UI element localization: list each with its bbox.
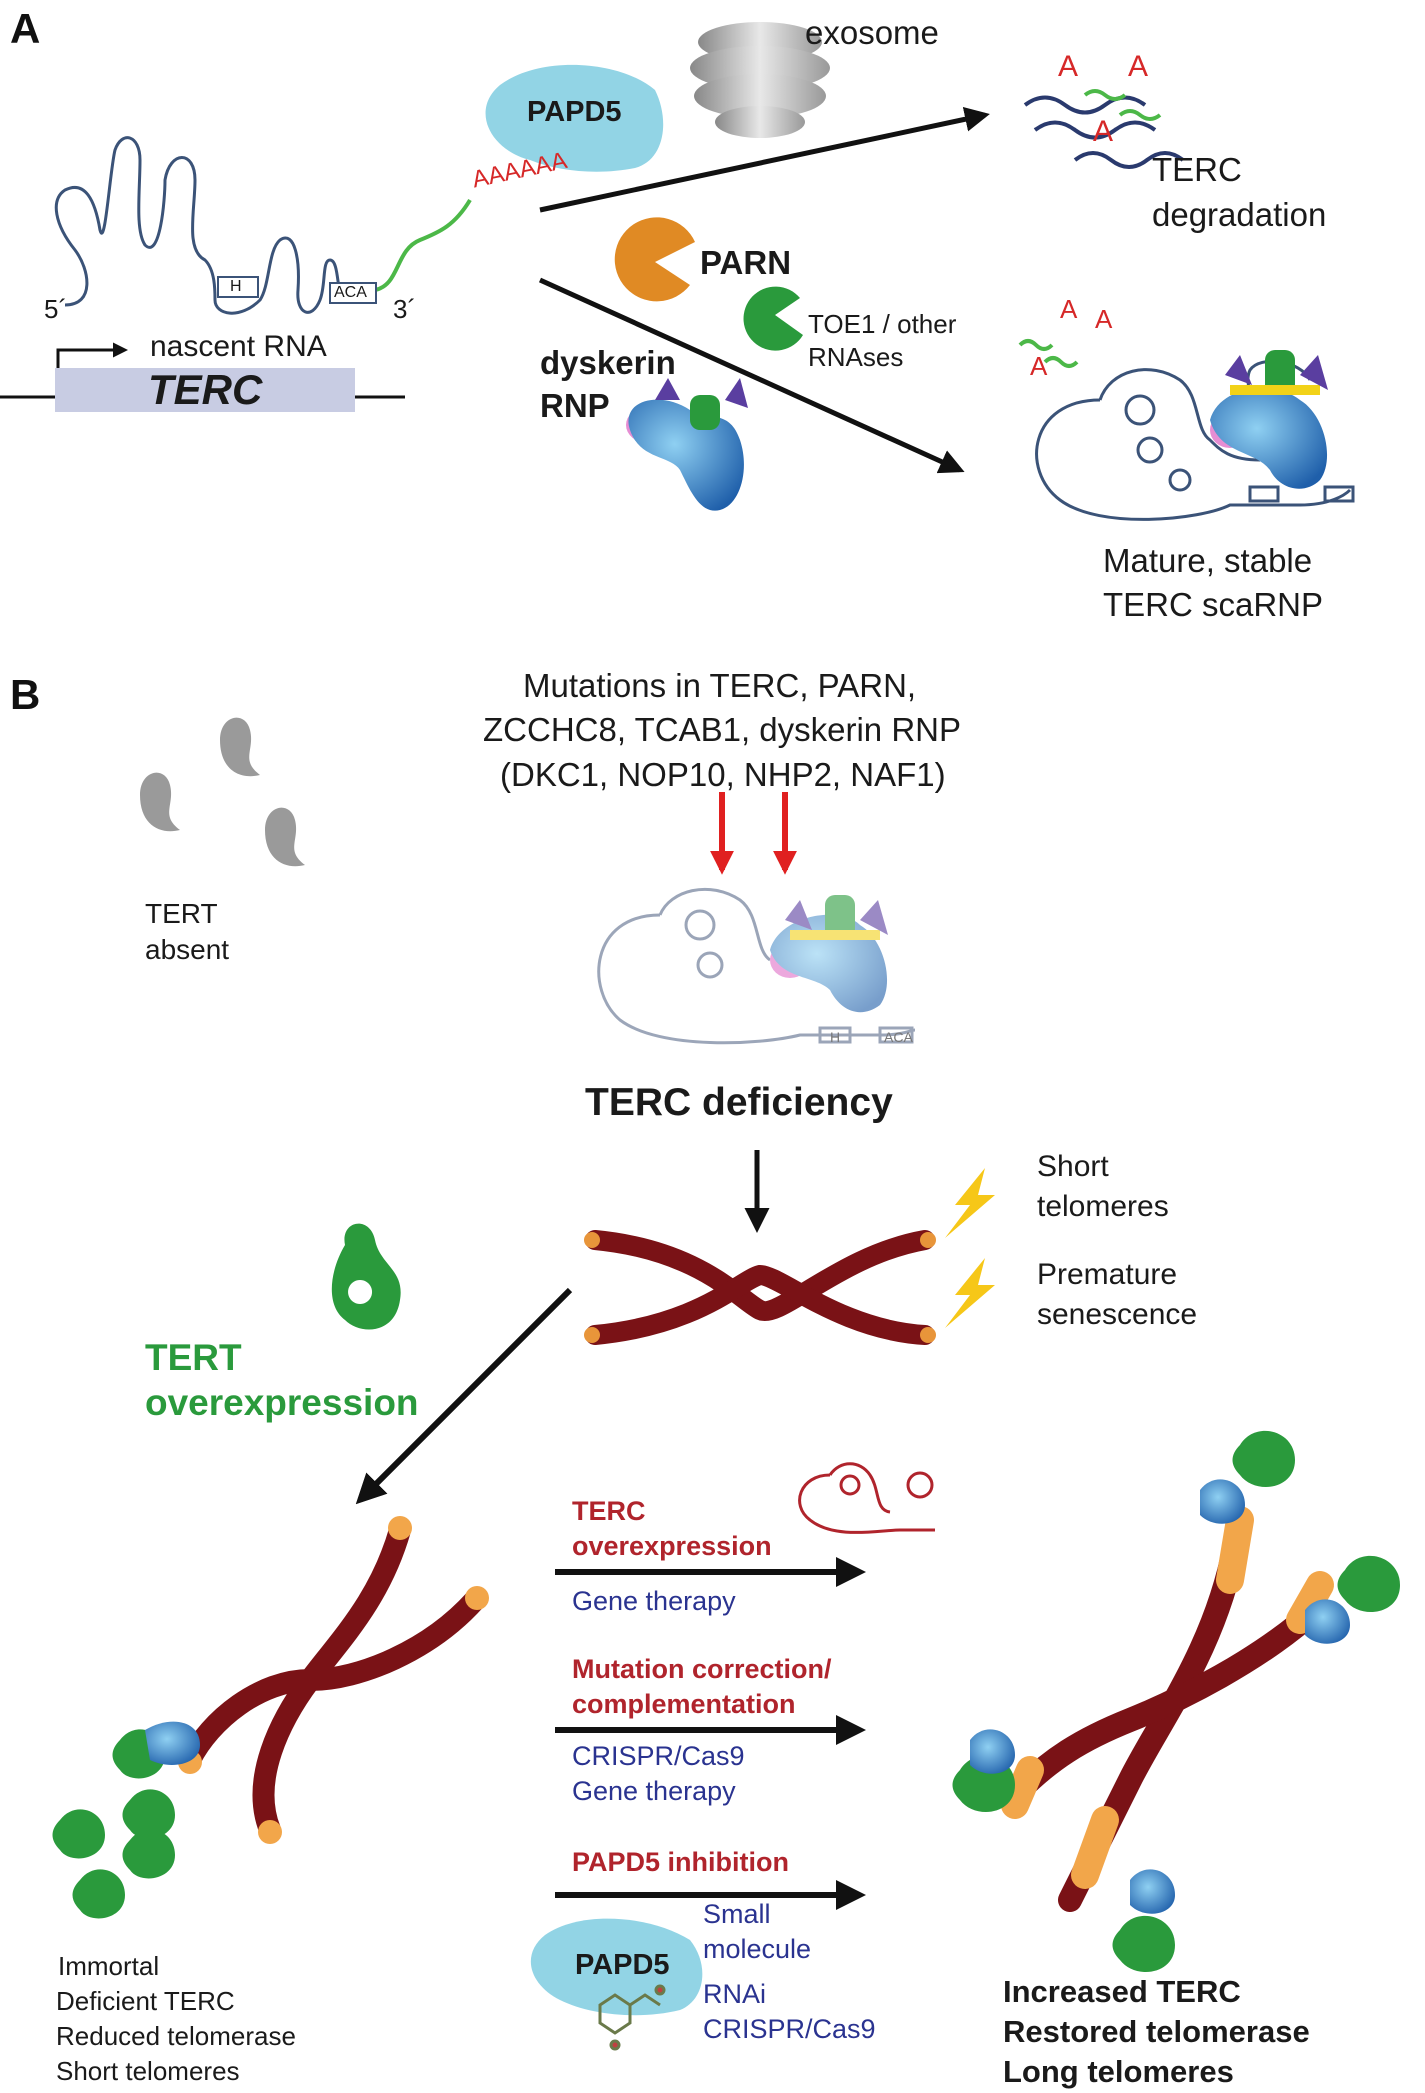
degraded-rna-fragments [1023,89,1185,169]
tert-green-icon [331,1223,401,1330]
exosome-complex [690,22,830,138]
released-polya [1018,339,1079,368]
h-box [217,276,259,298]
five-prime-label: 5´ [44,294,68,324]
tert-absent-shapes [140,717,305,867]
toe1-label-line1: TOE1 / other [808,309,957,339]
therapy2-title-line1: Mutation correction/ [572,1654,832,1684]
small-molecule-icon [598,1984,666,2051]
parn-enzyme [614,217,695,302]
short-telomere-chromosome [585,1230,935,1345]
panel-b-label: B [10,671,41,718]
left-chromosome [179,1519,486,1841]
aca-box [329,282,377,304]
three-prime-label: 3´ [393,294,417,324]
dyskerin-rnp-a [626,378,748,511]
toe1-label-line2: RNAses [808,342,904,372]
terc-gene-box [55,368,355,412]
mature-label-line2: TERC scaRNP [1103,586,1324,623]
therapy1-method-line1: Gene therapy [572,1586,736,1616]
therapy2-method-line1: CRISPR/Cas9 [572,1741,745,1771]
left-telomerase-complexes [52,1721,200,1919]
mutations-line1: Mutations in TERC, PARN, [523,667,917,704]
papd5-label-a: PAPD5 [527,96,622,128]
released-a-3: A [1030,351,1048,381]
right-long-telomeres [1001,1506,1334,1889]
parn-label: PARN [700,244,792,281]
mutations-line3: (DKC1, NOP10, NHP2, NAF1) [500,756,946,793]
tert-overexpression-line2: overexpression [145,1382,419,1423]
short-telomeres-line2: telomeres [1037,1190,1169,1223]
maturation-arrow [538,277,965,474]
therapy2-title-line2: complementation [572,1689,796,1719]
transcription-start-arrow [56,342,128,368]
terc-rna-red-icon [798,1462,935,1534]
therapy1-title-line2: overexpression [572,1531,772,1561]
left-outcome-line1: Immortal [58,1951,160,1981]
left-outcome-line2: Deficient TERC [56,1986,235,2016]
aca-box-label: ACA [334,284,367,301]
b-h-box-label: H [830,1029,841,1045]
papd5-enzyme-a [485,64,664,172]
right-telomerase-complexes [952,1430,1400,1972]
right-outcome-line1: Increased TERC [1003,1974,1241,2009]
nascent-rna-label: nascent RNA [150,330,327,363]
rna-3prime-tail [374,198,472,292]
therapy3-title: PAPD5 inhibition [572,1847,789,1877]
degradation-a-2: A [1128,50,1149,83]
terc-deficiency-label: TERC deficiency [585,1081,893,1124]
mature-label-line1: Mature, stable [1103,542,1313,579]
tert-absent-line2: absent [145,934,230,965]
therapy3-method-line1: Small [703,1899,771,1929]
lightning-icon-1 [945,1168,995,1238]
premature-senescence-line1: Premature [1037,1258,1178,1291]
released-a-2: A [1095,304,1113,334]
tert-absent-line1: TERT [145,898,218,929]
tert-overexpression-arrow [355,1287,573,1505]
premature-senescence-line2: senescence [1037,1298,1198,1331]
left-outcome-line4: Short telomeres [56,2056,240,2086]
therapy3-method-line2: molecule [703,1934,812,1964]
degradation-a-1: A [1058,50,1079,83]
degradation-a-3: A [1093,115,1114,148]
terc-gene-label: TERC [148,366,263,413]
right-chromosome [1008,1533,1327,1912]
nascent-rna-structure [54,136,346,315]
released-a-1: A [1060,294,1078,324]
panel-a-label: A [10,5,41,52]
therapy2-method-line2: Gene therapy [572,1776,736,1806]
b-aca-box-label: ACA [884,1029,913,1045]
mutations-line2: ZCCHC8, TCAB1, dyskerin RNP [483,711,962,748]
toe1-enzyme [743,286,803,351]
therapy1-title-line1: TERC [572,1496,646,1526]
dyskerin-label-line2: RNP [540,387,610,424]
mature-scarnp-proteins [1210,350,1328,489]
short-telomeres [584,1232,936,1343]
terc-degradation-line1: TERC [1152,151,1242,188]
therapy3-method-line4: CRISPR/Cas9 [703,2014,876,2044]
exosome-label: exosome [805,14,939,51]
short-telomeres-line1: Short [1037,1150,1109,1183]
papd5-label-b: PAPD5 [575,1949,670,1981]
therapy3-method-line3: RNAi [703,1979,767,2009]
degradation-arrow [539,106,990,213]
dyskerin-label-line1: dyskerin [540,344,676,381]
terc-degradation-line2: degradation [1152,196,1327,233]
left-outcome-line3: Reduced telomerase [56,2021,296,2051]
terc-deficient-rnp [597,887,916,1045]
right-outcome-line2: Restored telomerase [1003,2014,1310,2049]
right-outcome-line3: Long telomeres [1003,2054,1234,2089]
h-box-label: H [230,278,242,295]
tert-overexpression-line1: TERT [145,1337,242,1378]
lightning-icon-2 [945,1258,995,1328]
